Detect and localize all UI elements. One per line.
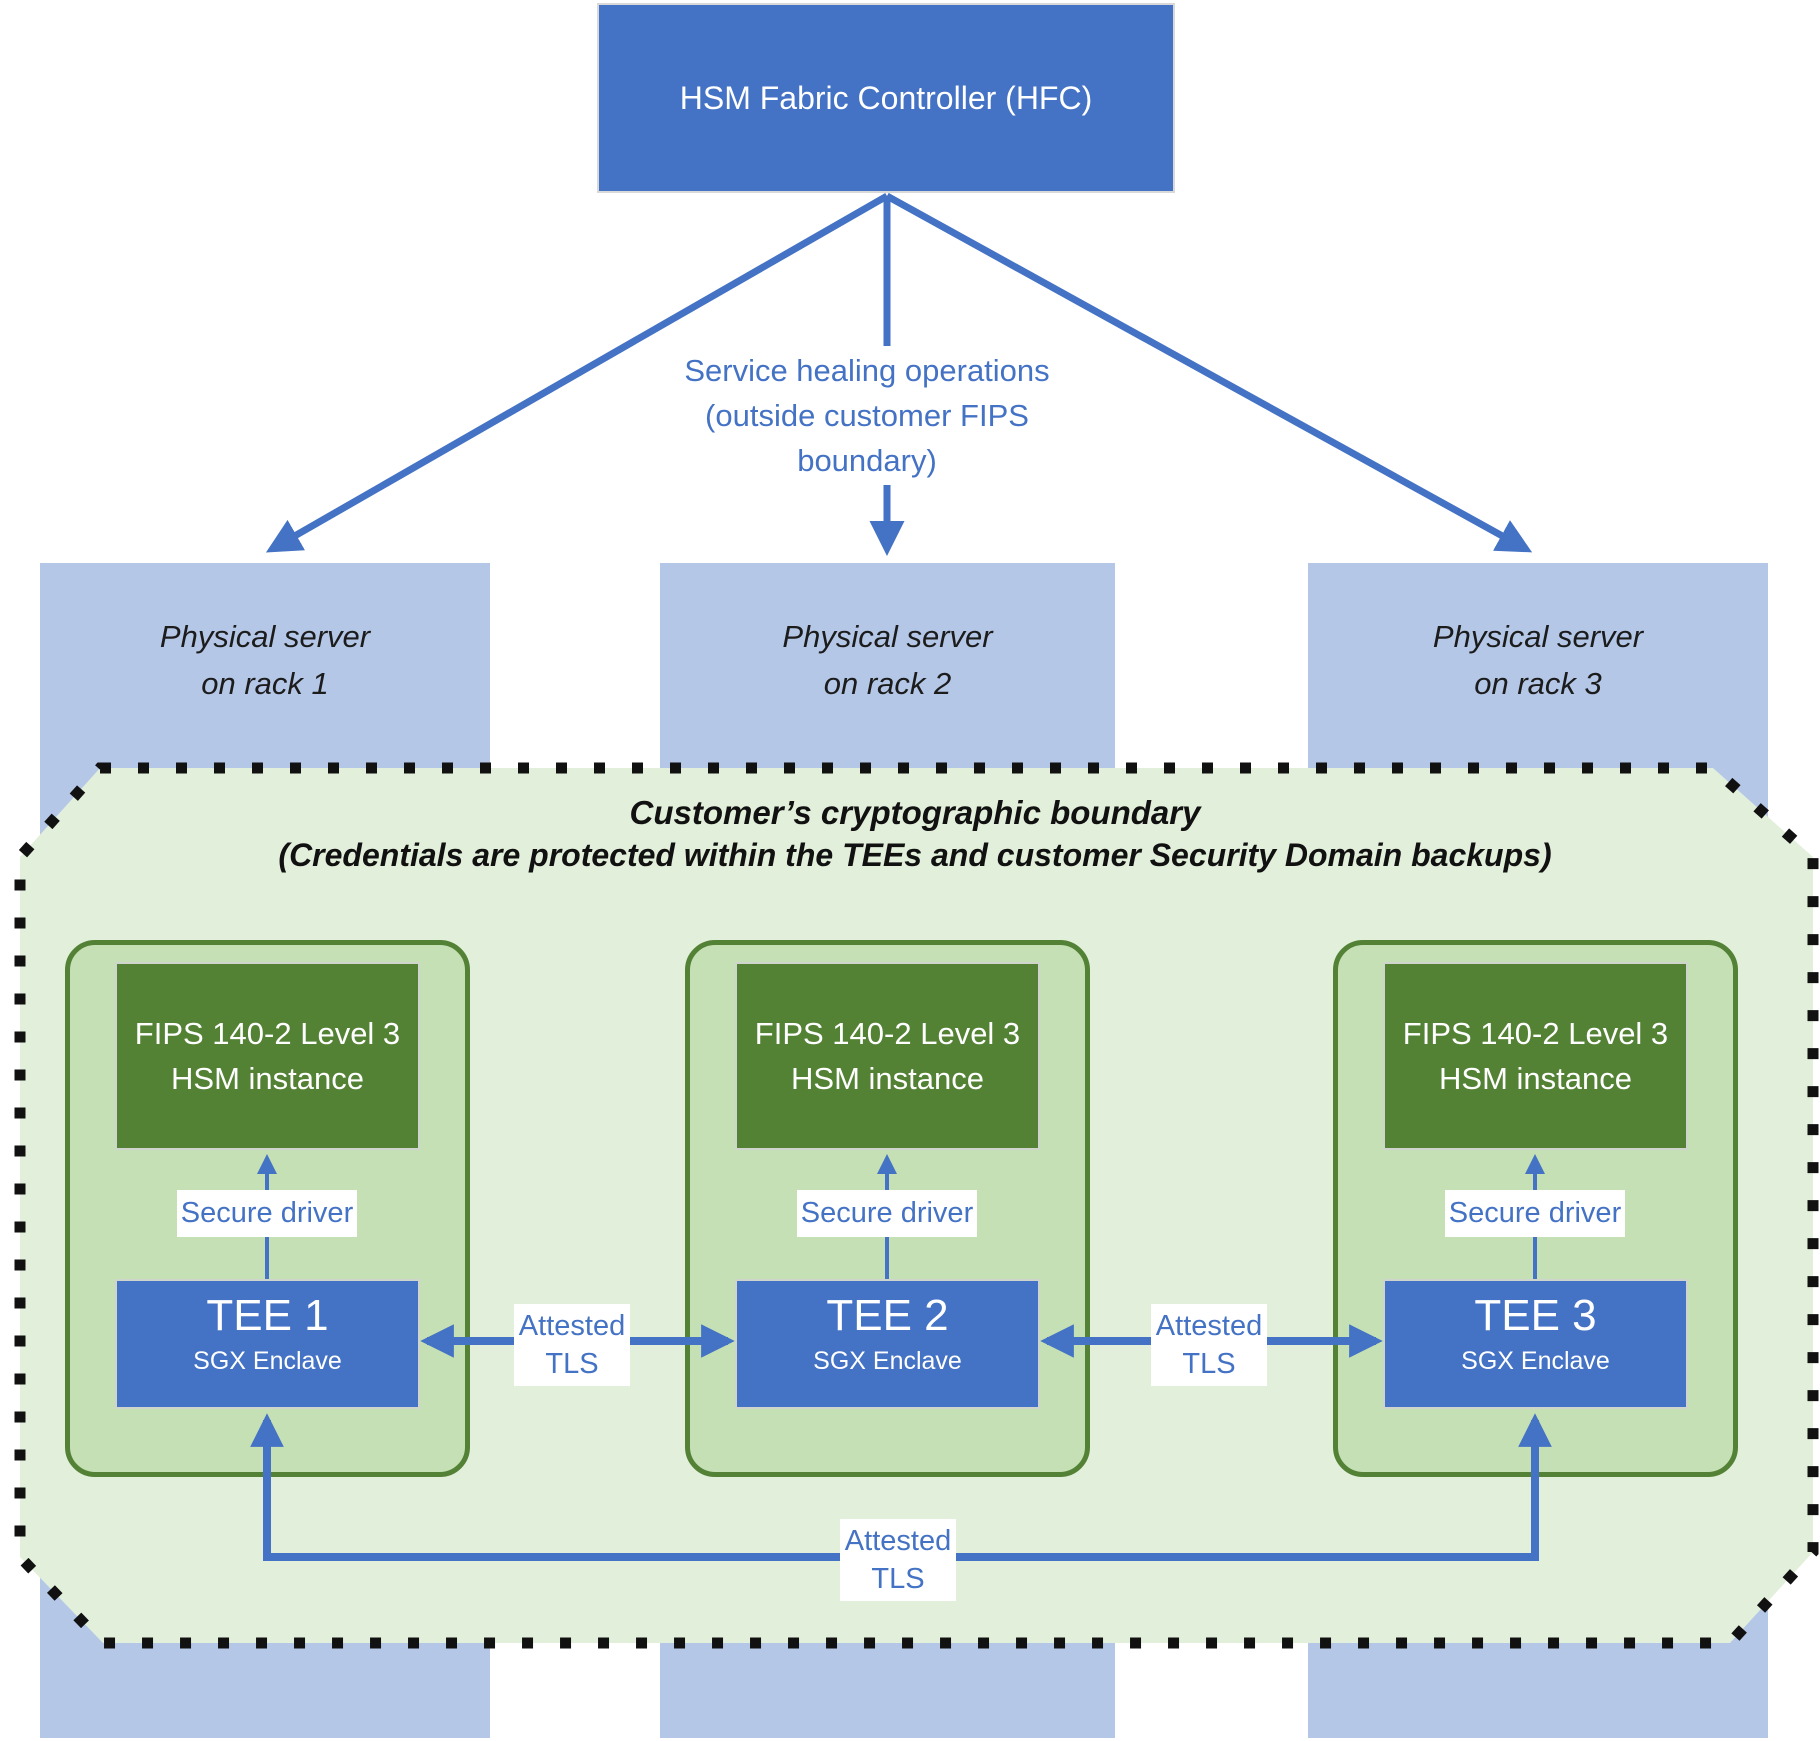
secure-driver-label-2: Secure driver	[797, 1190, 977, 1237]
tee-subtitle: SGX Enclave	[1461, 1347, 1610, 1375]
server-label-line1: Physical server	[1432, 619, 1644, 654]
server-enclave-group-1: FIPS 140-2 Level 3 HSM instance TEE 1 SG…	[65, 940, 470, 1477]
tee-title: TEE 3	[1474, 1291, 1597, 1340]
attested-tls-label-1-2: Attested TLS	[514, 1304, 630, 1386]
tee-box-1: TEE 1 SGX Enclave	[115, 1279, 420, 1409]
secure-driver-label-1: Secure driver	[177, 1190, 357, 1237]
hsm-instance-box-2: FIPS 140-2 Level 3 HSM instance	[735, 962, 1040, 1150]
server-enclave-group-3: FIPS 140-2 Level 3 HSM instance TEE 3 SG…	[1333, 940, 1738, 1477]
server-label-line1: Physical server	[159, 619, 371, 654]
tee-title: TEE 2	[826, 1291, 949, 1340]
arrow-hfc-to-rack-3	[885, 192, 1533, 553]
service-healing-line1: Service healing operations	[684, 353, 1050, 388]
server-label-line2: on rack 3	[1474, 666, 1602, 701]
secure-driver-label-3: Secure driver	[1445, 1190, 1625, 1237]
tee-box-3: TEE 3 SGX Enclave	[1383, 1279, 1688, 1409]
service-healing-line2: (outside customer FIPS boundary)	[705, 398, 1029, 478]
server-label-line2: on rack 2	[823, 666, 952, 701]
tee-title: TEE 1	[206, 1291, 329, 1340]
attested-tls-line1: Attested	[844, 1525, 952, 1557]
hsm-label-line1: FIPS 140-2 Level 3	[1402, 1016, 1669, 1051]
hfc-controller-box: HSM Fabric Controller (HFC)	[597, 3, 1175, 193]
server-label-line2: on rack 1	[201, 666, 329, 701]
boundary-title-block: Customer’s cryptographic boundary (Crede…	[150, 792, 1680, 876]
server-label-line1: Physical server	[782, 619, 993, 654]
hsm-label-line2: HSM instance	[1439, 1061, 1632, 1096]
hsm-label-line2: HSM instance	[791, 1061, 984, 1096]
attested-tls-label-1-3: Attested TLS	[840, 1519, 956, 1601]
hsm-instance-box-1: FIPS 140-2 Level 3 HSM instance	[115, 962, 420, 1150]
boundary-title: Customer’s cryptographic boundary	[629, 794, 1201, 831]
hsm-label-line1: FIPS 140-2 Level 3	[134, 1016, 401, 1051]
tee-box-2: TEE 2 SGX Enclave	[735, 1279, 1040, 1409]
arrow-hfc-to-rack-1	[265, 192, 889, 553]
attested-tls-line2: TLS	[545, 1348, 599, 1380]
hsm-instance-box-3: FIPS 140-2 Level 3 HSM instance	[1383, 962, 1688, 1150]
hfc-controller-label: HSM Fabric Controller (HFC)	[679, 79, 1093, 116]
tee-subtitle: SGX Enclave	[193, 1347, 342, 1375]
service-healing-note: Service healing operations (outside cust…	[637, 346, 1097, 485]
hsm-label-line2: HSM instance	[171, 1061, 364, 1096]
attested-tls-line2: TLS	[871, 1563, 925, 1595]
attested-tls-line1: Attested	[518, 1310, 626, 1342]
attested-tls-label-2-3: Attested TLS	[1151, 1304, 1267, 1386]
hsm-label-line1: FIPS 140-2 Level 3	[754, 1016, 1021, 1051]
attested-tls-line1: Attested	[1155, 1310, 1263, 1342]
boundary-subtitle: (Credentials are protected within the TE…	[278, 837, 1552, 873]
attested-tls-line2: TLS	[1182, 1348, 1236, 1380]
tee-subtitle: SGX Enclave	[813, 1347, 962, 1375]
